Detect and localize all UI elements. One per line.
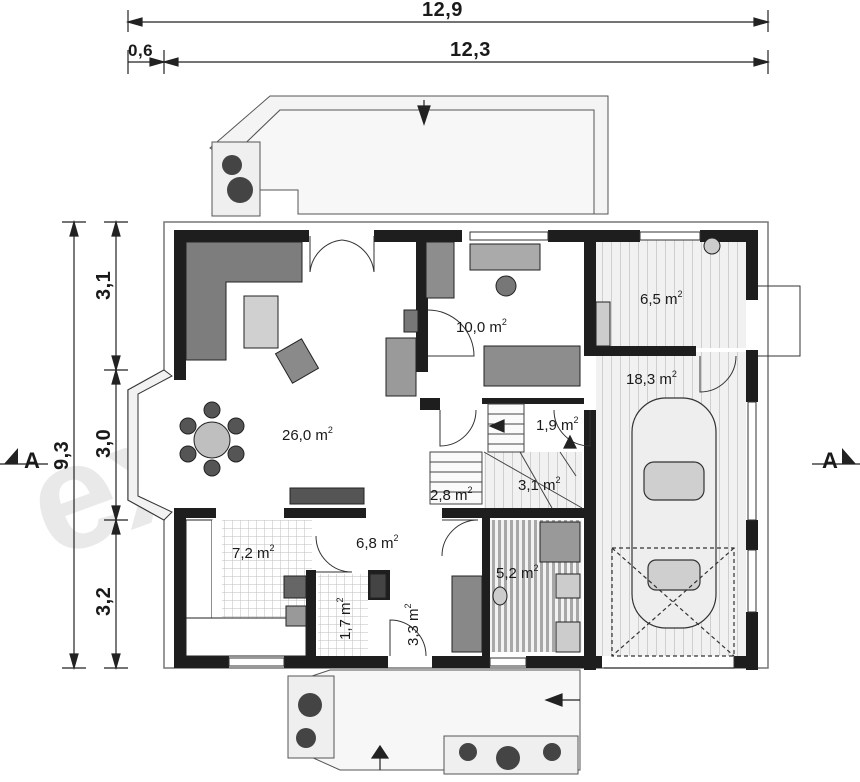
walls — [174, 230, 758, 670]
dimension-lines — [62, 10, 771, 770]
area-corridor-upper: 1,9 m2 — [536, 415, 579, 434]
segment-middle-label: 3,0 — [93, 429, 115, 458]
svg-text:A: A — [822, 448, 838, 473]
car — [611, 397, 735, 657]
pantry-floor — [318, 574, 368, 656]
overall-width-label: 12,9 — [422, 0, 463, 21]
terrace-rear — [209, 95, 609, 217]
area-pantry: 1,7 m2 — [335, 597, 354, 640]
area-bedroom: 10,0 m2 — [456, 317, 507, 336]
utility-floor — [596, 240, 746, 348]
segment-bottom-label: 3,2 — [93, 587, 115, 616]
overall-depth-label: 9,3 — [51, 441, 73, 470]
area-utility: 6,5 m2 — [640, 289, 683, 308]
windows — [127, 231, 757, 667]
area-garage: 18,3 m2 — [626, 369, 677, 388]
area-hall: 6,8 m2 — [356, 533, 399, 552]
svg-text:A: A — [24, 448, 40, 473]
area-living: 26,0 m2 — [282, 425, 333, 444]
terrace-front — [287, 669, 581, 775]
inner-width-label: 12,3 — [450, 39, 491, 61]
segment-top-label: 3,1 — [93, 271, 115, 300]
furniture — [179, 237, 721, 657]
area-bathroom: 5,2 m2 — [496, 563, 539, 582]
doors — [309, 236, 801, 669]
section-marker-left: A — [0, 448, 48, 473]
section-marker-right: A — [812, 448, 860, 473]
area-stair-left: 2,8 m2 — [430, 485, 473, 504]
wall-offset-label: 0,6 — [128, 41, 153, 60]
area-vestibule: 3,3 m2 — [403, 603, 422, 646]
area-stair-right: 3,1 m2 — [518, 475, 561, 494]
area-kitchen: 7,2 m2 — [232, 543, 275, 562]
